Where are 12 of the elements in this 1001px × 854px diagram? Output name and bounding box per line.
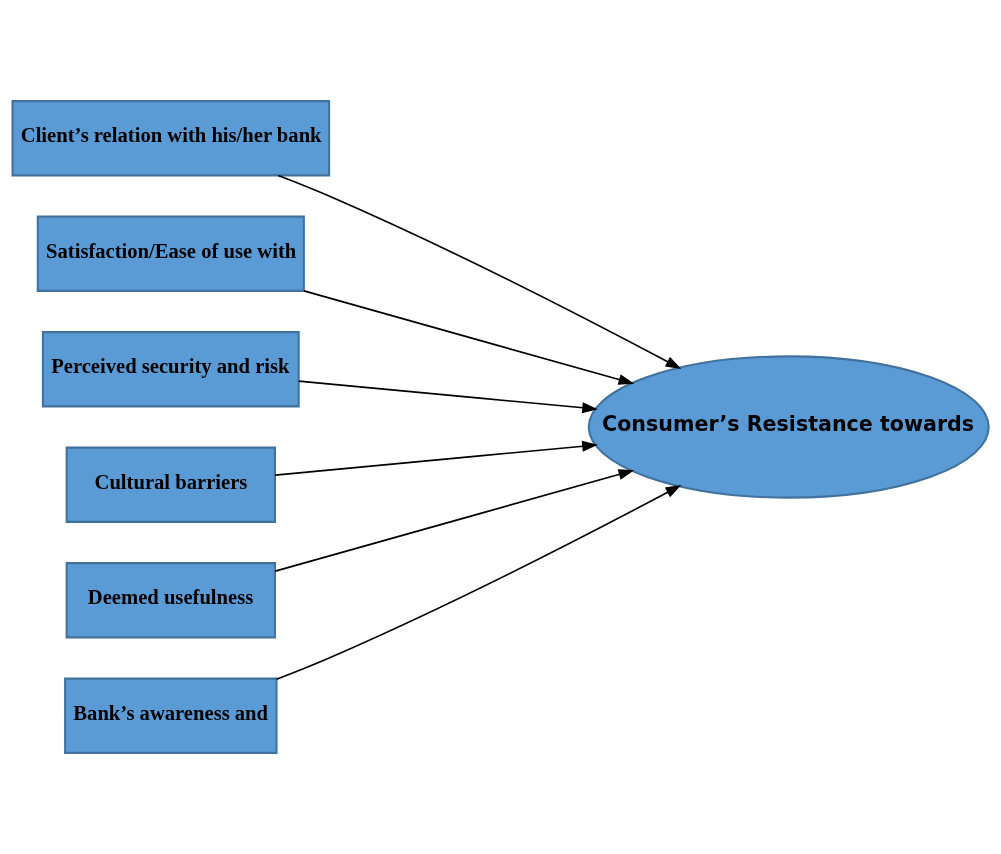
node-box: Satisfaction/Ease of use with — [36, 215, 305, 292]
node-box: Perceived security and risk — [41, 331, 300, 408]
node-box: Bank’s awareness and — [64, 677, 278, 754]
arrow — [297, 380, 598, 414]
arrow — [274, 469, 635, 572]
arrow — [303, 290, 635, 385]
node-box: Client’s relation with his/her bank — [11, 100, 331, 177]
arrow — [274, 440, 598, 476]
arrow — [275, 484, 682, 681]
node-box: Deemed usefulness — [65, 562, 276, 639]
node-box: Cultural barriers — [65, 446, 276, 523]
arrow — [277, 174, 682, 370]
